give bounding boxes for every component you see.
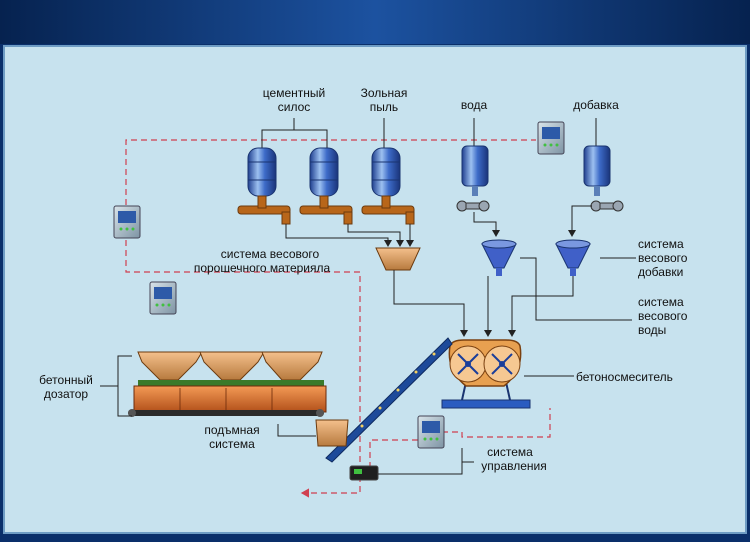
water-weigh-hopper [481, 239, 517, 276]
top-banner [0, 0, 750, 44]
diagram-canvas [3, 45, 747, 534]
label-lift-l1: подъмная [204, 423, 259, 437]
water-tank [456, 145, 490, 212]
control-panel-bottom [417, 415, 445, 449]
label-powder-weigh-l2: порошечного материяла [194, 261, 331, 275]
label-ash-l1: Зольная [361, 86, 408, 100]
inclined-conveyor [325, 337, 453, 463]
concrete-mixer [441, 339, 531, 409]
label-control-l2: управления [481, 459, 546, 473]
label-aggregate-l2: дозатор [44, 387, 88, 401]
label-cement-silo-l1: цементный [263, 86, 325, 100]
additive-tank [583, 145, 624, 212]
powder-feed-lines [285, 224, 414, 247]
belt-conveyor [128, 410, 324, 416]
label-additive: добавка [573, 98, 619, 112]
label-lift-l2: система [209, 437, 255, 451]
control-panel-top-right [537, 121, 565, 155]
cement-silo-2 [309, 147, 339, 197]
lift-hopper [315, 419, 349, 447]
label-water-weigh-l2: весового [638, 309, 688, 323]
aggregate-belt [133, 385, 327, 413]
aggregate-batcher [128, 351, 327, 417]
ash-silo [371, 147, 401, 197]
screw-conveyors [237, 195, 415, 225]
control-bracket [378, 448, 474, 475]
label-mixer: бетоносмеситель [576, 370, 673, 384]
control-signal-lines [125, 139, 551, 494]
control-unit-icon [349, 465, 379, 481]
label-ash-l2: пыль [370, 100, 398, 114]
silo-bracket [261, 118, 597, 148]
label-aggregate-l1: бетонный [39, 373, 93, 387]
additive-pump-icon [590, 200, 624, 212]
label-additive-weigh-l3: добавки [638, 265, 683, 279]
control-panel-mid-left [149, 281, 177, 315]
aggregate-bracket [100, 355, 132, 417]
cement-silo-1 [247, 147, 277, 197]
additive-weigh-hopper [555, 239, 591, 276]
label-control-l1: система [487, 445, 533, 459]
label-additive-weigh-l2: весового [638, 251, 688, 265]
labels: цементный силос Зольная пыль вода добавк… [39, 86, 688, 473]
mixer-feed-lines [393, 257, 636, 337]
label-water-weigh-l3: воды [638, 323, 666, 337]
label-powder-weigh-l1: система весового [221, 247, 320, 261]
control-panel-left [113, 205, 141, 239]
lift-label-line [277, 424, 316, 437]
powder-weigh-hopper [375, 247, 421, 271]
water-pump-icon [456, 200, 490, 212]
liquid-feed-lines [473, 205, 592, 237]
label-cement-silo-l2: силос [278, 100, 311, 114]
aggregate-frame [138, 380, 324, 386]
aggregate-hoppers [137, 351, 323, 381]
label-water-weigh-l1: система [638, 295, 684, 309]
label-water: вода [461, 98, 488, 112]
label-additive-weigh-l1: система [638, 237, 684, 251]
